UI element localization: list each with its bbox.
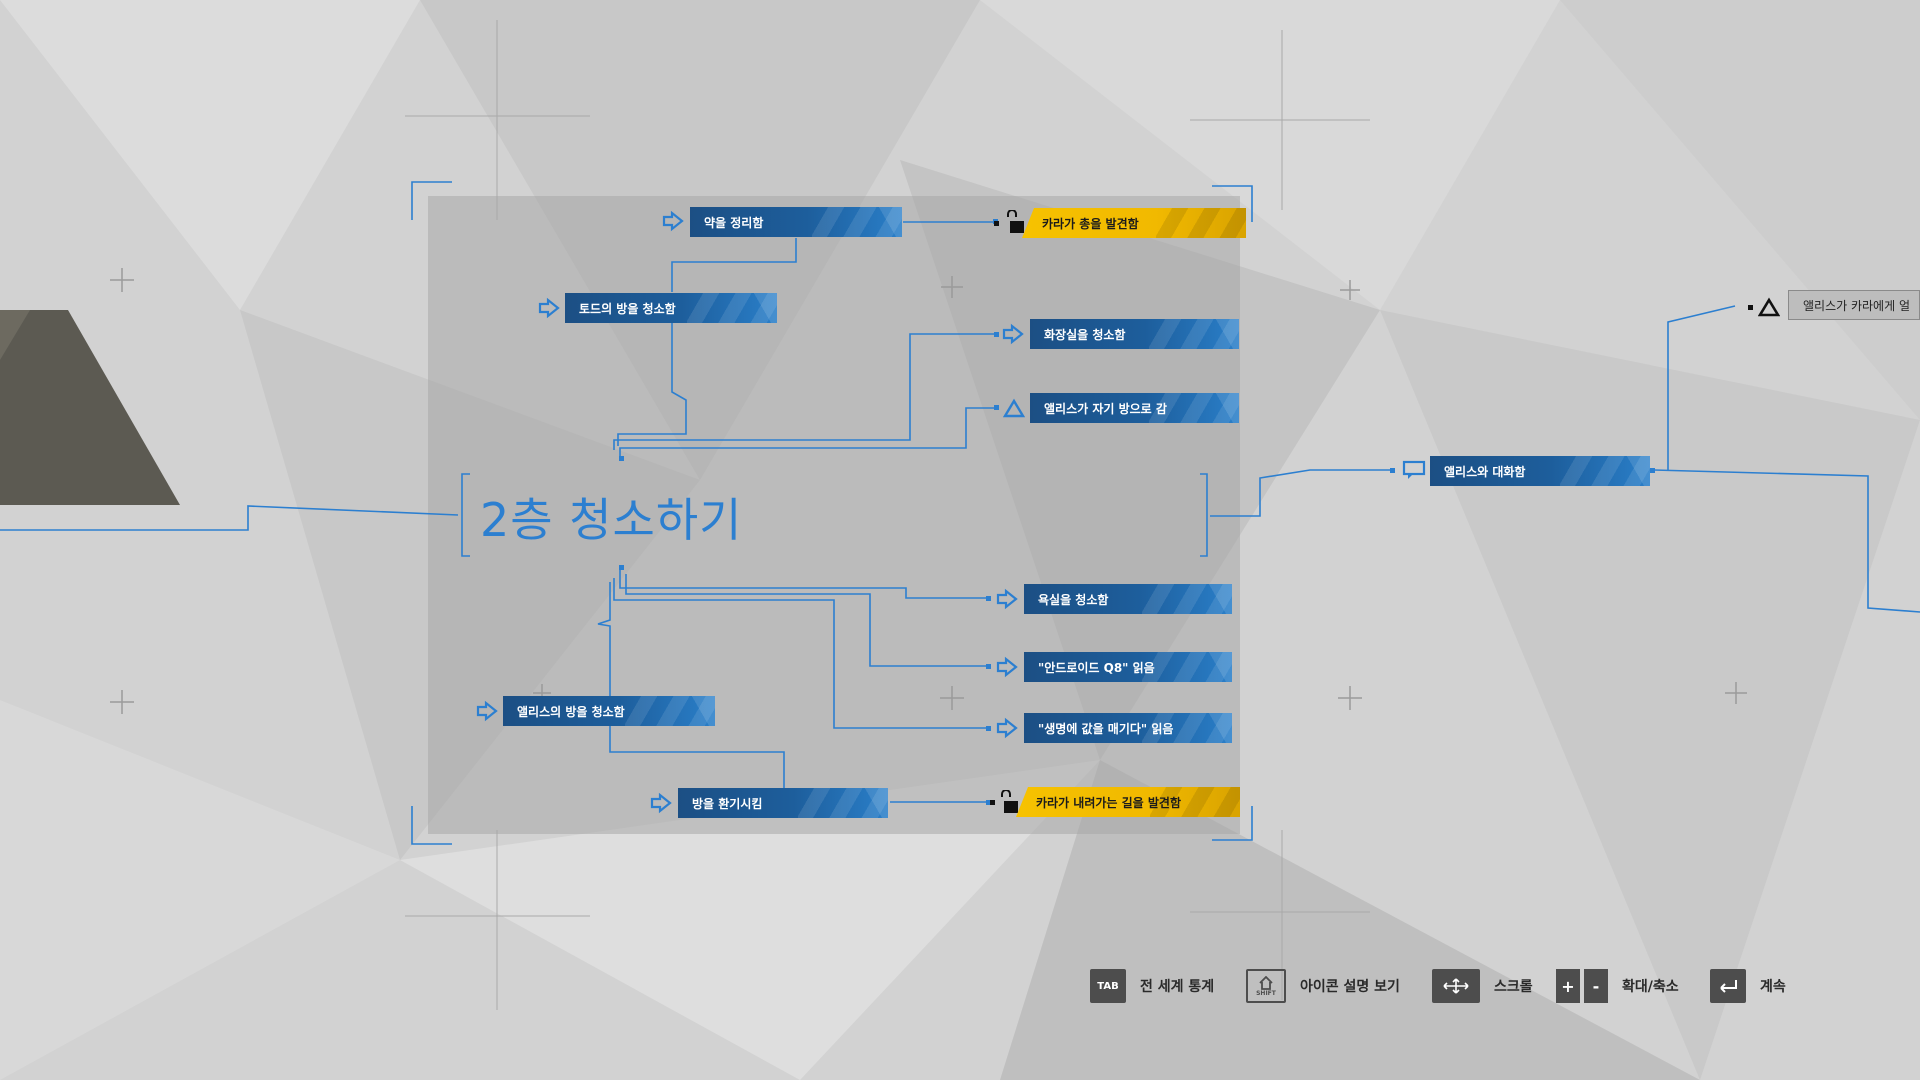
scroll-control[interactable]: 스크롤: [1432, 968, 1533, 1004]
node-clean-alice-room[interactable]: 앨리스의 방을 청소함: [503, 696, 715, 726]
scroll-icon: [1432, 969, 1480, 1003]
dialogue-icon: [1402, 460, 1426, 479]
triangle-icon: [1003, 398, 1025, 418]
world-stats-control[interactable]: TAB 전 세계 통계: [1090, 968, 1214, 1004]
arrow-right-icon: [1002, 323, 1024, 345]
arrow-right-icon: [662, 210, 684, 232]
node-tidy-medicine[interactable]: 약을 정리함: [690, 207, 902, 237]
node-kara-found-gun[interactable]: 카라가 총을 발견함: [1022, 208, 1246, 238]
arrow-right-icon: [996, 656, 1018, 678]
node-clean-shower[interactable]: 욕실을 청소함: [1024, 584, 1232, 614]
node-clean-todd-room[interactable]: 토드의 방을 청소함: [565, 293, 777, 323]
node-ventilate-room[interactable]: 방을 환기시킴: [678, 788, 888, 818]
continue-control[interactable]: 계속: [1710, 968, 1786, 1004]
arrow-right-icon: [538, 297, 560, 319]
icon-help-control[interactable]: SHIFT 아이콘 설명 보기: [1246, 968, 1400, 1004]
shift-key: SHIFT: [1246, 969, 1286, 1003]
zoom-minus-key: -: [1584, 969, 1608, 1003]
world-stats-label: 전 세계 통계: [1140, 979, 1215, 995]
node-kara-found-way-down[interactable]: 카라가 내려가는 길을 발견함: [1016, 787, 1240, 817]
enter-key-icon: [1710, 969, 1746, 1003]
tab-key: TAB: [1090, 969, 1126, 1003]
node-alice-to-kara[interactable]: 앨리스가 카라에게 얼: [1788, 290, 1920, 320]
arrow-right-icon: [996, 717, 1018, 739]
zoom-keys: + -: [1556, 969, 1608, 1003]
scroll-label: 스크롤: [1494, 979, 1533, 995]
node-read-android-q8[interactable]: "안드로이드 Q8" 읽음: [1024, 652, 1232, 682]
zoom-label: 확대/축소: [1622, 979, 1679, 995]
unlock-icon: [1007, 210, 1024, 233]
triangle-icon: [1758, 297, 1780, 317]
node-read-life-book[interactable]: "생명에 값을 매기다" 읽음: [1024, 713, 1232, 743]
zoom-plus-key: +: [1556, 969, 1580, 1003]
home-icon: [1259, 975, 1273, 990]
icon-help-label: 아이콘 설명 보기: [1300, 979, 1400, 995]
zoom-control[interactable]: + - 확대/축소: [1556, 968, 1679, 1004]
chapter-title: 2층 청소하기: [480, 493, 743, 547]
node-alice-goes-room[interactable]: 앨리스가 자기 방으로 감: [1030, 393, 1239, 423]
node-alice-conversation[interactable]: 앨리스와 대화함: [1430, 456, 1650, 486]
node-clean-bathroom[interactable]: 화장실을 청소함: [1030, 319, 1239, 349]
unlock-icon: [1001, 790, 1018, 813]
continue-label: 계속: [1760, 979, 1786, 995]
arrow-right-icon: [476, 700, 498, 722]
arrow-right-icon: [996, 588, 1018, 610]
arrow-right-icon: [650, 792, 672, 814]
